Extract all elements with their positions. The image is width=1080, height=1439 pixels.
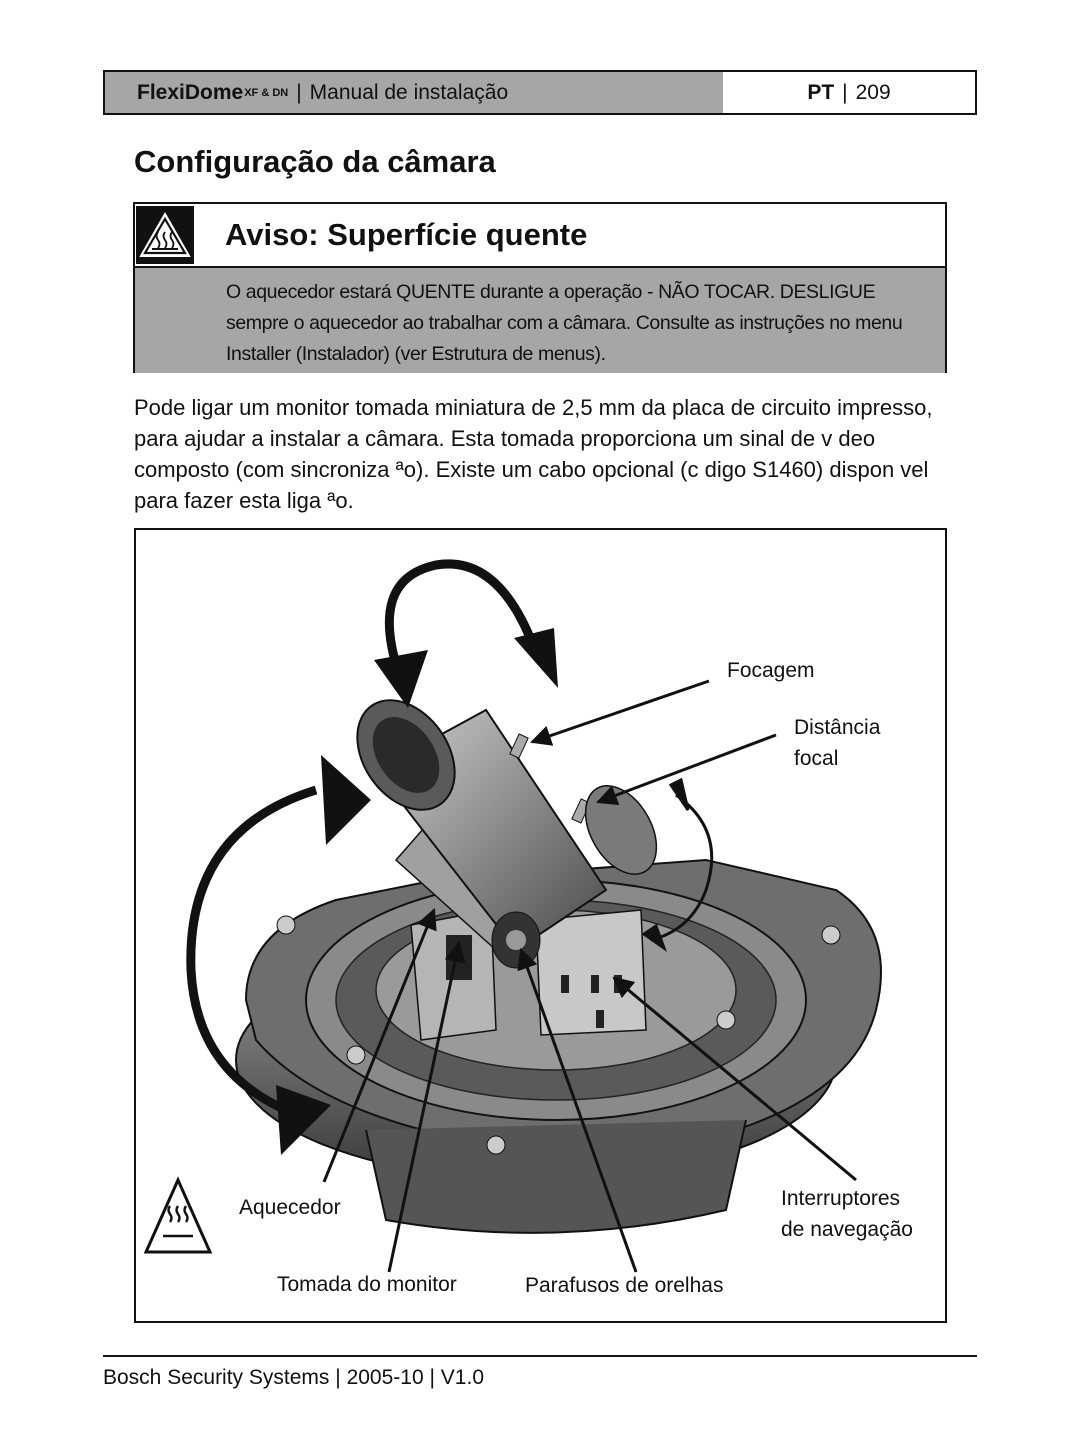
- leader-lines: [322, 679, 857, 1273]
- warning-title: Aviso: Superfície quente: [225, 217, 588, 252]
- footer-separator: |: [335, 1366, 341, 1389]
- rotation-arrows: [186, 559, 558, 1155]
- parafusos-leader: [517, 948, 638, 1273]
- label-focagem: Focagem: [727, 659, 815, 682]
- warning-body: O aquecedor estará QUENTE durante a oper…: [135, 268, 945, 373]
- label-aquecedor: Aquecedor: [239, 1196, 341, 1219]
- page-number: 209: [855, 80, 891, 104]
- hot-surface-icon: [143, 1176, 213, 1254]
- tomada-leader: [387, 940, 466, 1273]
- label-distancia-focal-1: Distância: [794, 716, 881, 739]
- camera-illustration: [143, 559, 882, 1273]
- page-title: Configuração da câmara: [134, 144, 496, 179]
- label-tomada-monitor: Tomada do monitor: [277, 1273, 457, 1296]
- tilt-arrow: [641, 777, 714, 952]
- hot-surface-warning-icon: [135, 205, 195, 265]
- warning-box: Aviso: Superfície quente O aquecedor est…: [133, 202, 947, 373]
- manual-title: Manual de instalação: [309, 80, 509, 104]
- page-footer: Bosch Security Systems | 2005-10 | V1.0: [103, 1366, 484, 1390]
- header-page-separator: |: [842, 80, 848, 104]
- footer-rule: [103, 1355, 977, 1357]
- label-interruptores-1: Interruptores: [781, 1187, 901, 1210]
- label-distancia-focal-2: focal: [794, 747, 839, 770]
- footer-company: Bosch Security Systems: [103, 1366, 330, 1389]
- body-paragraph: Pode ligar um monitor tomada miniatura d…: [134, 395, 933, 513]
- aquecedor-leader: [322, 908, 437, 1183]
- label-parafusos: Parafusos de orelhas: [525, 1274, 724, 1297]
- product-variant: XF & DN: [244, 86, 289, 99]
- footer-date: 2005-10: [346, 1366, 424, 1389]
- header-page-area: PT | 209: [723, 72, 975, 113]
- camera-diagram: Focagem Distância focal Aquecedor Interr…: [134, 528, 947, 1323]
- camera-lens: [356, 699, 658, 969]
- distancia-leader: [596, 733, 777, 806]
- footer-separator: |: [429, 1366, 435, 1389]
- warning-header: Aviso: Superfície quente: [135, 204, 945, 268]
- product-name: FlexiDome: [137, 80, 244, 104]
- language-code: PT: [807, 80, 835, 104]
- footer-version: V1.0: [440, 1366, 484, 1389]
- focagem-leader: [530, 679, 710, 746]
- header-separator: |: [296, 80, 302, 104]
- label-interruptores-2: de navegação: [781, 1218, 913, 1241]
- interruptores-leader: [612, 976, 857, 1182]
